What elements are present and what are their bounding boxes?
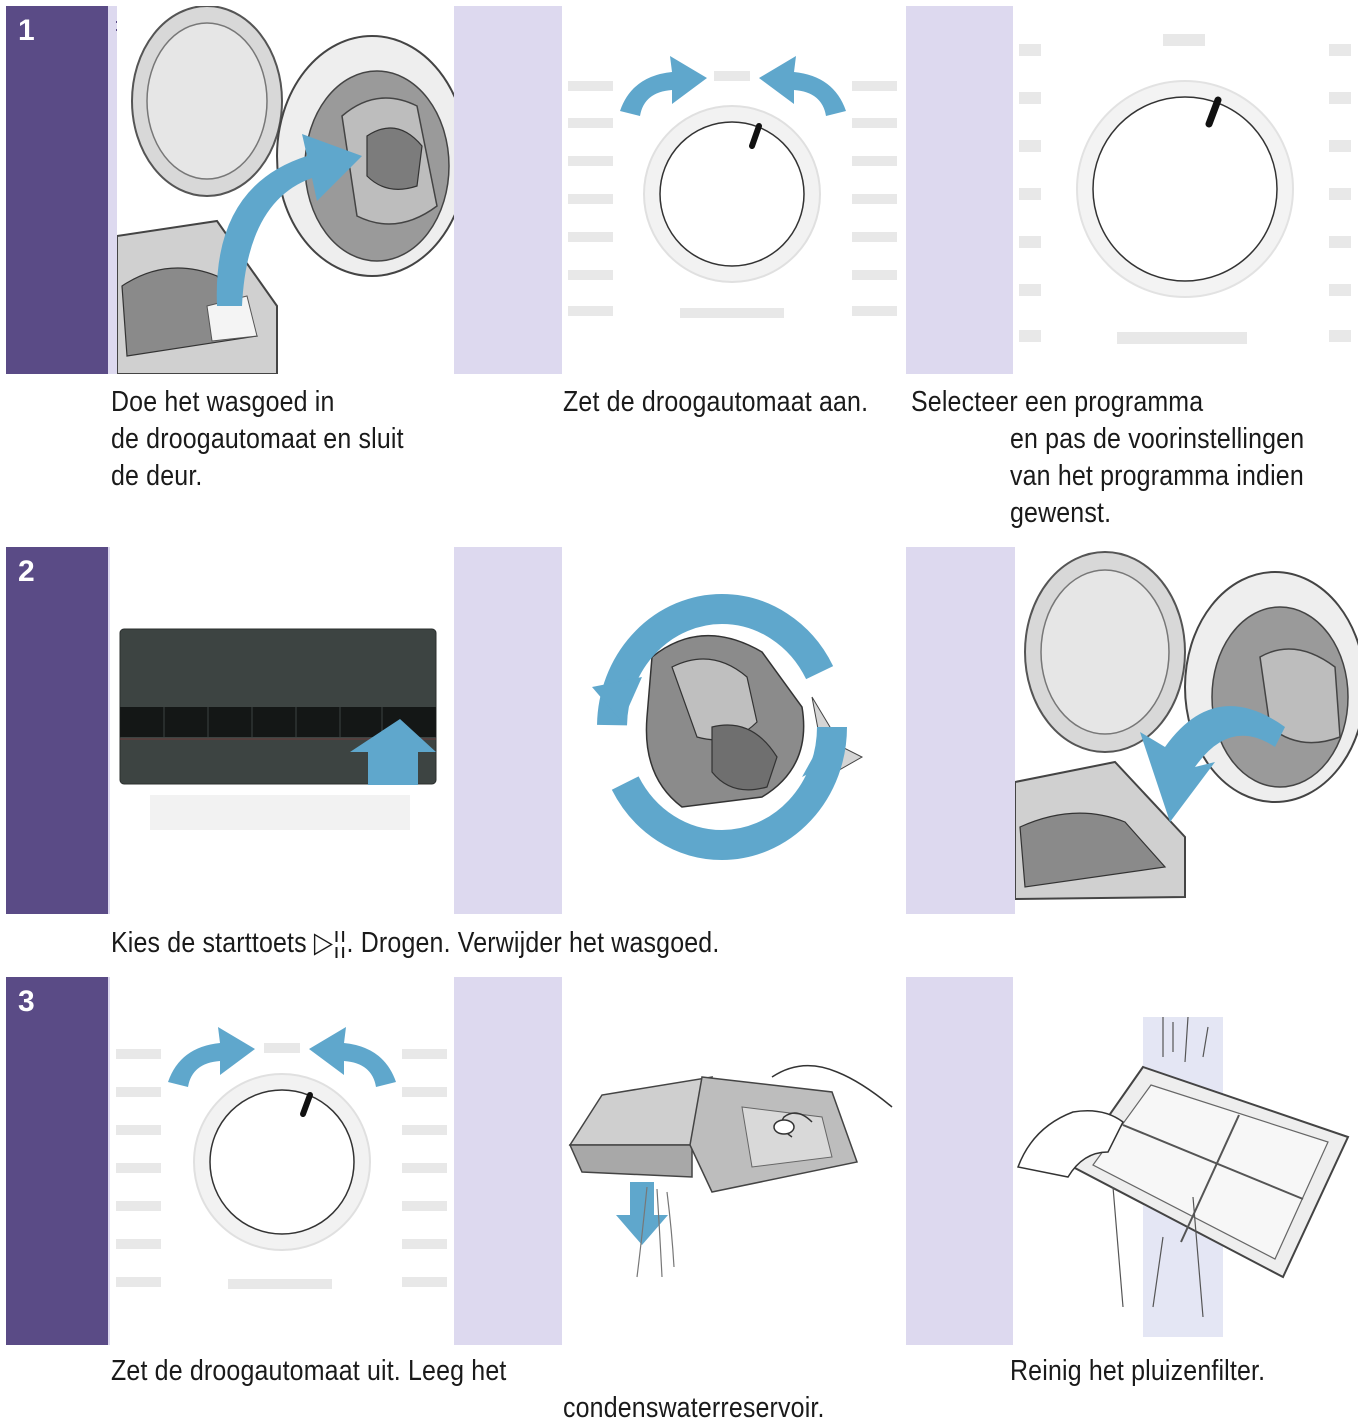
step-1-caption-switch-on: Zet de droogautomaat aan. — [563, 386, 869, 418]
step-3-caption-lint-filter: Reinig het pluizenfilter. — [1010, 1355, 1266, 1387]
step-3-illustration-lint-filter — [1013, 977, 1358, 1345]
step-2-number-band: 2 — [6, 547, 108, 914]
step-3-number-band: 3 — [6, 977, 108, 1345]
step-1-caption-load: Doe het wasgoed in de droogautomaat en s… — [111, 386, 404, 492]
step-2-illustration-drying — [562, 547, 906, 914]
step-3-illustration-dial-off — [110, 977, 454, 1345]
step-2-illustration-unload — [1015, 547, 1358, 914]
step-1-caption-settings: en pas de voorinstellingen van het progr… — [1010, 423, 1305, 529]
step-1-illustration-dial-on — [562, 6, 906, 374]
step-3-number: 3 — [18, 985, 35, 1018]
step-2-illustration-start-key — [110, 547, 454, 914]
step-1-illustration-program-select — [1013, 6, 1358, 374]
step-3-illustration-empty-reservoir — [562, 977, 906, 1345]
step-1-number-band: 1 — [6, 6, 108, 374]
step-1-number: 1 — [18, 14, 35, 47]
step-3-caption-reservoir: condenswaterreservoir. — [563, 1392, 825, 1424]
step-1-illustration-load — [117, 6, 454, 374]
step-1-caption-select-program: Selecteer een programma — [911, 386, 1204, 418]
step-2-number: 2 — [18, 555, 35, 588]
step-2-caption: Kies de starttoets ▷¦¦. Drogen. Verwijde… — [111, 927, 720, 959]
step-3-caption-switch-off: Zet de droogautomaat uit. Leeg het — [111, 1355, 507, 1387]
